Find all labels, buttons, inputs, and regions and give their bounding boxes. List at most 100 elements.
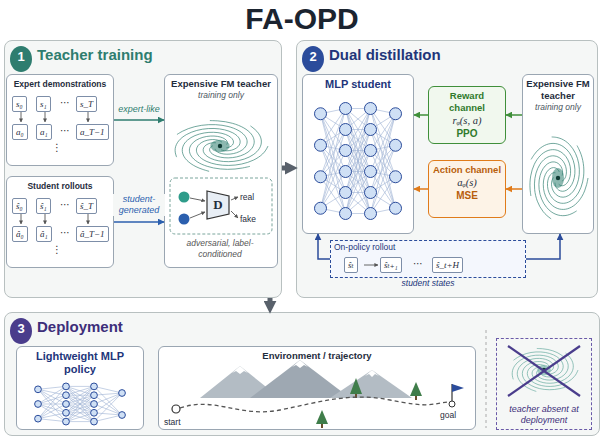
flow-field bbox=[177, 125, 247, 155]
mlp-network bbox=[66, 395, 94, 404]
policy-box: Lightweight MLP policy bbox=[16, 346, 144, 430]
mlp-network bbox=[66, 395, 94, 413]
mlp-network bbox=[63, 418, 70, 425]
environment-scene bbox=[180, 397, 448, 412]
mlp-network bbox=[321, 114, 346, 214]
mlp-network bbox=[371, 145, 396, 171]
discriminator-panel bbox=[179, 192, 190, 203]
node-heading: Lightweight MLP policy bbox=[20, 350, 140, 376]
connector-arrow bbox=[526, 234, 560, 259]
mlp-network bbox=[346, 172, 371, 193]
mlp-network bbox=[63, 409, 70, 416]
node-heading: Reward channel bbox=[432, 90, 502, 114]
environment-scene bbox=[449, 401, 455, 407]
mlp-network bbox=[94, 404, 122, 415]
mlp-network bbox=[321, 172, 346, 209]
mlp-network bbox=[94, 393, 122, 413]
node-caption: rᵩ(s, a) bbox=[432, 114, 502, 127]
edge-label: student-generated bbox=[113, 194, 165, 216]
flow-field bbox=[218, 144, 222, 148]
mlp-network bbox=[346, 130, 371, 151]
flow-field bbox=[542, 368, 546, 372]
mlp-network bbox=[321, 177, 346, 214]
sequence-cell: â₀ bbox=[12, 226, 28, 242]
node-heading: Expensive FM teacher bbox=[168, 78, 274, 90]
connector-arrow bbox=[318, 234, 330, 259]
flow-field bbox=[547, 146, 583, 204]
mlp-network bbox=[346, 130, 371, 172]
mlp-network bbox=[321, 145, 346, 192]
mlp-network bbox=[346, 151, 371, 193]
flow-field bbox=[530, 150, 571, 196]
mlp-network bbox=[346, 172, 371, 214]
teacher-box: Expensive FM teachertraining only bbox=[522, 74, 594, 234]
mlp-network bbox=[321, 114, 346, 193]
mlp-network bbox=[66, 386, 94, 421]
mlp-network bbox=[38, 395, 66, 418]
mlp-network bbox=[371, 177, 396, 193]
node-heading: Student rollouts bbox=[10, 180, 110, 192]
sequence-arrows bbox=[45, 213, 46, 224]
mlp-network bbox=[390, 139, 402, 151]
mlp-network bbox=[94, 393, 122, 422]
mlp-network bbox=[66, 404, 94, 422]
mlp-network bbox=[371, 114, 396, 193]
mlp-network bbox=[66, 395, 94, 404]
node-heading: Dual distillation bbox=[329, 46, 441, 64]
mlp-network bbox=[321, 114, 346, 151]
sequence-arrows bbox=[88, 111, 89, 122]
mlp-network bbox=[321, 130, 346, 177]
flow-field bbox=[527, 365, 578, 387]
node-heading: 1 bbox=[10, 46, 32, 68]
discriminator-panel bbox=[190, 198, 205, 201]
mlp-network bbox=[91, 409, 98, 416]
sequence-arrows bbox=[88, 213, 89, 224]
annotation: ⋯ bbox=[413, 258, 423, 270]
mlp-network bbox=[371, 145, 396, 213]
annotation: start bbox=[164, 416, 181, 428]
mlp-network bbox=[371, 114, 396, 172]
sequence-cell: â_T−1 bbox=[76, 226, 109, 242]
mlp-network bbox=[371, 109, 396, 114]
mlp-network bbox=[321, 130, 346, 146]
discriminator-panel bbox=[190, 212, 205, 218]
mlp-network bbox=[340, 145, 352, 157]
mlp-network bbox=[38, 386, 66, 404]
mlp-network bbox=[371, 109, 396, 146]
sequence-arrows bbox=[45, 111, 46, 122]
mlp-network bbox=[371, 130, 396, 177]
mlp-network bbox=[66, 395, 94, 421]
mlp-network bbox=[321, 114, 346, 130]
mlp-network bbox=[371, 109, 396, 209]
panel: Deployment3Lightweight MLP policyEnviron… bbox=[4, 312, 600, 436]
mlp-network bbox=[390, 108, 402, 120]
discriminator-panel bbox=[170, 178, 272, 234]
mlp-network bbox=[315, 202, 327, 214]
mlp-network bbox=[371, 130, 396, 209]
mlp-network bbox=[35, 386, 42, 393]
mlp-network bbox=[315, 171, 327, 183]
connector-arrow bbox=[506, 114, 522, 116]
environment-scene bbox=[321, 424, 323, 428]
mlp-network bbox=[66, 412, 94, 413]
channel-box: Reward channelrᵩ(s, a)PPO bbox=[428, 86, 506, 144]
environment-scene bbox=[232, 366, 248, 374]
environment-scene bbox=[365, 370, 379, 377]
mlp-network bbox=[346, 130, 371, 172]
mlp-network bbox=[365, 166, 377, 178]
mlp-network bbox=[321, 109, 346, 209]
sequence-cell: a_T−1 bbox=[76, 124, 109, 140]
discriminator-panel bbox=[231, 211, 238, 218]
connector-arrow bbox=[282, 166, 290, 171]
mlp-network bbox=[119, 390, 126, 397]
mlp-network bbox=[346, 130, 371, 214]
annotation: ⋯ bbox=[60, 125, 70, 137]
annotation: ⋮ bbox=[52, 244, 62, 256]
mlp-network bbox=[38, 404, 66, 405]
mlp-network bbox=[66, 413, 94, 422]
mlp-network bbox=[38, 395, 66, 404]
flow-field bbox=[514, 352, 564, 377]
flow-field bbox=[539, 162, 577, 216]
node-heading: Expensive FM teacher bbox=[526, 78, 590, 102]
mlp-network bbox=[321, 151, 346, 209]
